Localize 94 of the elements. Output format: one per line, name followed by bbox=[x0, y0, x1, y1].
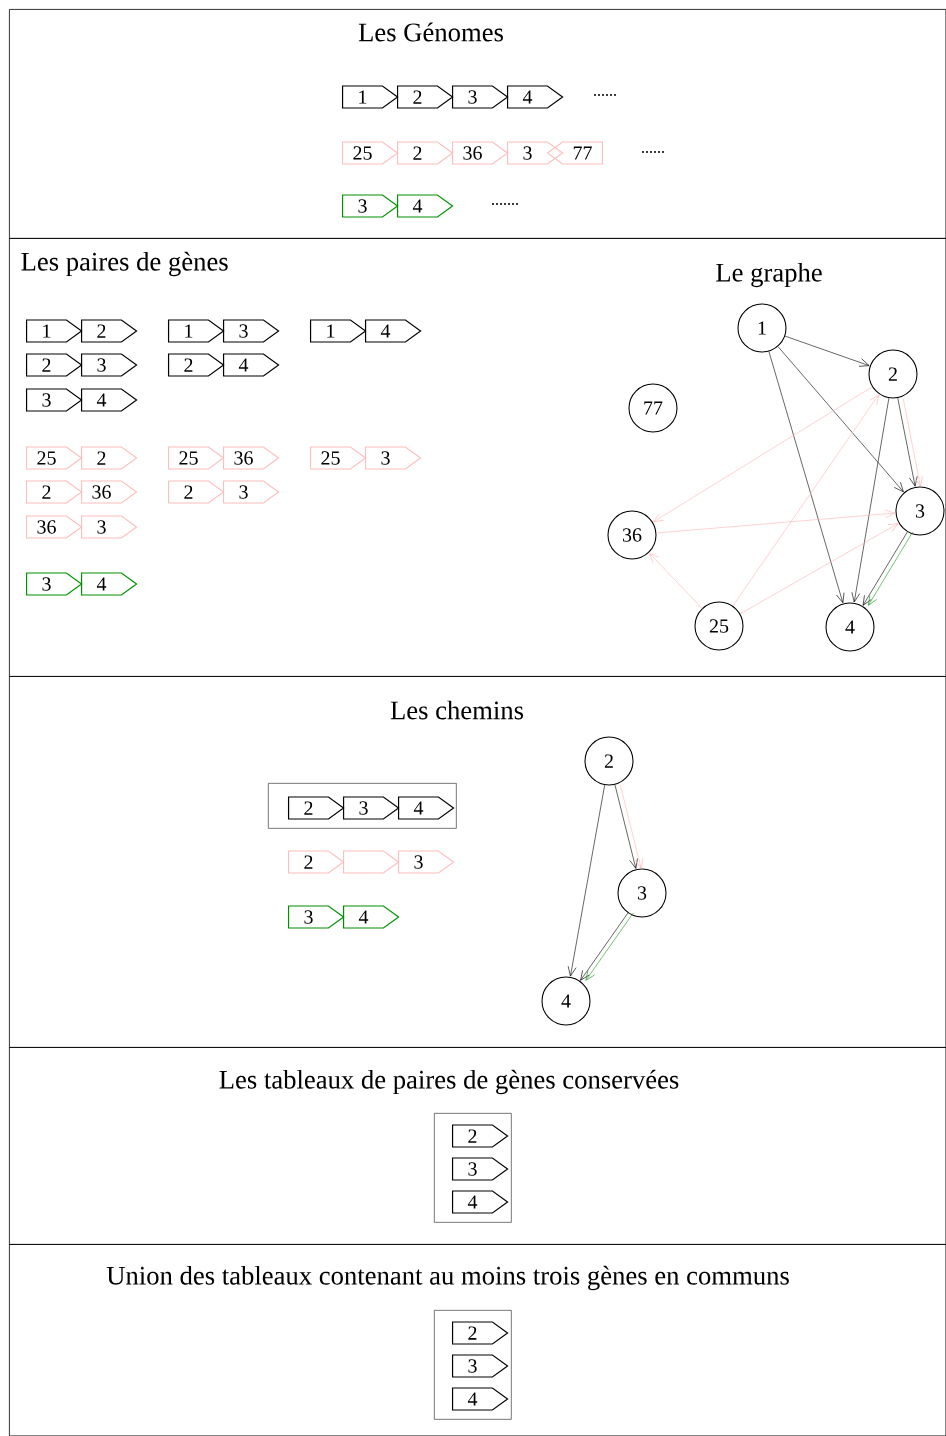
gene-block: 1 bbox=[167, 319, 225, 343]
gene-block: 2 bbox=[397, 141, 454, 165]
gene-block: 3 bbox=[342, 796, 400, 820]
section-heading: Les Génomes bbox=[358, 22, 503, 42]
gene-block: 3 bbox=[222, 319, 280, 343]
arrow bbox=[614, 784, 638, 869]
gene-block: 1 bbox=[309, 319, 367, 343]
gene-block: 2 bbox=[168, 480, 225, 504]
gene-block: 36 bbox=[223, 446, 280, 470]
arrow bbox=[851, 397, 890, 603]
graph-node: 4 bbox=[541, 976, 591, 1026]
arrow bbox=[868, 531, 913, 606]
gene-block: 2 bbox=[451, 1321, 509, 1345]
gene-block: 36 bbox=[452, 141, 509, 165]
arrow bbox=[777, 346, 904, 493]
gene-block: 2 bbox=[81, 446, 138, 470]
section-panel bbox=[9, 9, 946, 239]
section-heading: Les chemins bbox=[390, 700, 524, 720]
arrow bbox=[897, 397, 918, 487]
graph-node: 25 bbox=[694, 601, 744, 651]
arrow bbox=[567, 784, 605, 977]
gene-block: 3 bbox=[25, 572, 83, 596]
arrow bbox=[902, 397, 923, 487]
gene-block: 77 bbox=[546, 141, 603, 165]
gene-block: 3 bbox=[81, 515, 138, 539]
gene-block: 3 bbox=[398, 850, 455, 874]
gene-block: 4 bbox=[80, 572, 138, 596]
graph-node: 4 bbox=[825, 602, 875, 652]
arrow bbox=[740, 523, 899, 615]
section-panel bbox=[9, 676, 946, 1048]
gene-block: 3 bbox=[341, 194, 399, 218]
section-heading: Le graphe bbox=[716, 262, 822, 288]
gene-block: 4 bbox=[451, 1190, 509, 1214]
arrow bbox=[768, 351, 845, 604]
gene-block: 3 bbox=[223, 480, 280, 504]
graph-node: 3 bbox=[895, 486, 945, 536]
section-panel bbox=[9, 238, 946, 677]
section-heading: Union des tableaux contenant au moins trois gènes en communs bbox=[106, 1265, 789, 1291]
section-heading: Les tableaux de paires de gènes conservées bbox=[219, 1069, 679, 1095]
arrow bbox=[656, 509, 896, 534]
gene-block: 4 bbox=[451, 1387, 509, 1411]
gene-block: 25 bbox=[310, 446, 367, 470]
graph-node: 2 bbox=[584, 736, 634, 786]
gene-block: 4 bbox=[80, 388, 138, 412]
gene-block: 3 bbox=[287, 905, 345, 929]
section-panel bbox=[9, 1047, 946, 1245]
gene-block: 1 bbox=[25, 319, 83, 343]
gene-block: 4 bbox=[506, 85, 564, 109]
gene-block: 2 bbox=[26, 480, 83, 504]
gene-block: 25 bbox=[342, 141, 399, 165]
arrow bbox=[732, 394, 879, 607]
gene-block: 3 bbox=[451, 85, 509, 109]
gene-block: 25 bbox=[168, 446, 225, 470]
gene-block: 2 bbox=[451, 1124, 509, 1148]
gene-block: 3 bbox=[25, 388, 83, 412]
gene-block: 4 bbox=[364, 319, 422, 343]
arrow bbox=[649, 553, 703, 609]
section-panel bbox=[9, 1244, 946, 1436]
gene-block: 4 bbox=[396, 194, 454, 218]
graph-node: 3 bbox=[617, 868, 667, 918]
gene-block: 3 bbox=[507, 141, 564, 165]
ellipsis-text: ....... bbox=[492, 203, 518, 205]
gene-block: 2 bbox=[396, 85, 454, 109]
gene-block: 3 bbox=[365, 446, 422, 470]
arrow bbox=[653, 386, 873, 523]
gene-block: 4 bbox=[397, 796, 455, 820]
ellipsis-text: ...... bbox=[594, 94, 616, 96]
gene-block: 2 bbox=[287, 796, 345, 820]
gene-block: 2 bbox=[25, 353, 83, 377]
gene-block: 1 bbox=[341, 85, 399, 109]
table-frame bbox=[268, 783, 457, 829]
gene-block: 3 bbox=[451, 1354, 509, 1378]
gene-block: 4 bbox=[222, 353, 280, 377]
section-heading: Les paires de gènes bbox=[21, 251, 228, 277]
gene-block: 25 bbox=[26, 446, 83, 470]
gene-block: 3 bbox=[451, 1157, 509, 1181]
arrow bbox=[862, 531, 908, 606]
graph-node: 2 bbox=[868, 349, 918, 399]
gene-block: 36 bbox=[26, 515, 83, 539]
graph-node: 36 bbox=[607, 510, 657, 560]
gene-block bbox=[343, 850, 400, 874]
table-frame bbox=[434, 1113, 512, 1223]
gene-block: 4 bbox=[342, 905, 400, 929]
gene-block: 2 bbox=[288, 850, 345, 874]
gene-block: 36 bbox=[81, 480, 138, 504]
gene-block: 2 bbox=[167, 353, 225, 377]
arrow bbox=[784, 335, 870, 367]
graph-node: 77 bbox=[628, 383, 678, 433]
gene-block: 2 bbox=[80, 319, 138, 343]
table-frame bbox=[434, 1310, 512, 1420]
graph-node: 1 bbox=[737, 303, 787, 353]
arrow bbox=[620, 784, 644, 869]
ellipsis-text: ...... bbox=[642, 151, 664, 153]
gene-block: 3 bbox=[80, 353, 138, 377]
